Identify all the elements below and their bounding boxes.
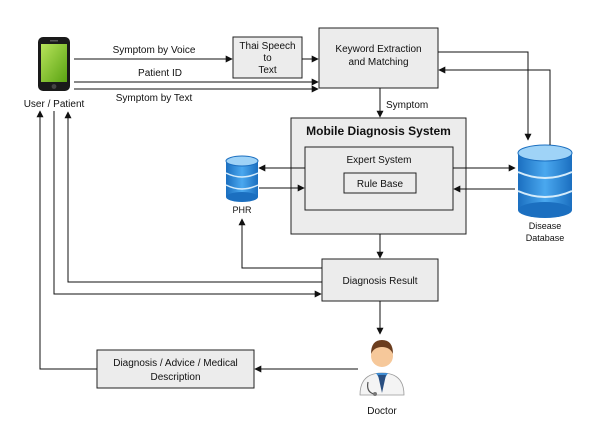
connectors	[36, 51, 551, 373]
keyword-extraction-box: Keyword Extraction and Matching	[318, 27, 439, 89]
mobile-diagnosis-system-box: Mobile Diagnosis System Expert System Ru…	[290, 117, 467, 235]
doctor-label: Doctor	[367, 406, 397, 417]
symptom-by-text-label: Symptom by Text	[116, 93, 193, 104]
speech-label-line2: to	[263, 53, 272, 64]
thai-speech-to-text-box: Thai Speech to Text	[232, 36, 303, 79]
advice-label-line2: Description	[150, 372, 200, 383]
symptom-by-voice-label: Symptom by Voice	[113, 45, 196, 56]
advice-label-line1: Diagnosis / Advice / Medical	[113, 358, 238, 369]
diagnosis-result-box: Diagnosis Result	[321, 258, 439, 302]
keyword-label-line1: Keyword Extraction	[335, 44, 421, 55]
doctor-icon	[359, 340, 405, 396]
mobile-diagnosis-title: Mobile Diagnosis System	[306, 124, 451, 138]
smartphone-icon	[38, 37, 70, 91]
keyword-label-line2: and Matching	[348, 57, 408, 68]
speech-label-line1: Thai Speech	[239, 41, 295, 52]
expert-system-label: Expert System	[346, 155, 411, 166]
disease-label-line2: Database	[526, 233, 565, 243]
advice-box: Diagnosis / Advice / Medical Description	[96, 349, 255, 389]
disease-database-icon	[517, 144, 573, 218]
user-patient-label: User / Patient	[24, 99, 85, 110]
disease-label-line1: Disease	[529, 221, 562, 231]
phr-label: PHR	[232, 205, 252, 215]
speech-label-line3: Text	[258, 65, 277, 76]
symptom-label: Symptom	[386, 100, 428, 111]
patient-id-label: Patient ID	[138, 68, 182, 79]
phr-database-icon	[225, 155, 259, 202]
rule-base-label: Rule Base	[357, 179, 404, 190]
rule-base-box	[343, 172, 417, 194]
diagnosis-result-label: Diagnosis Result	[342, 276, 417, 287]
